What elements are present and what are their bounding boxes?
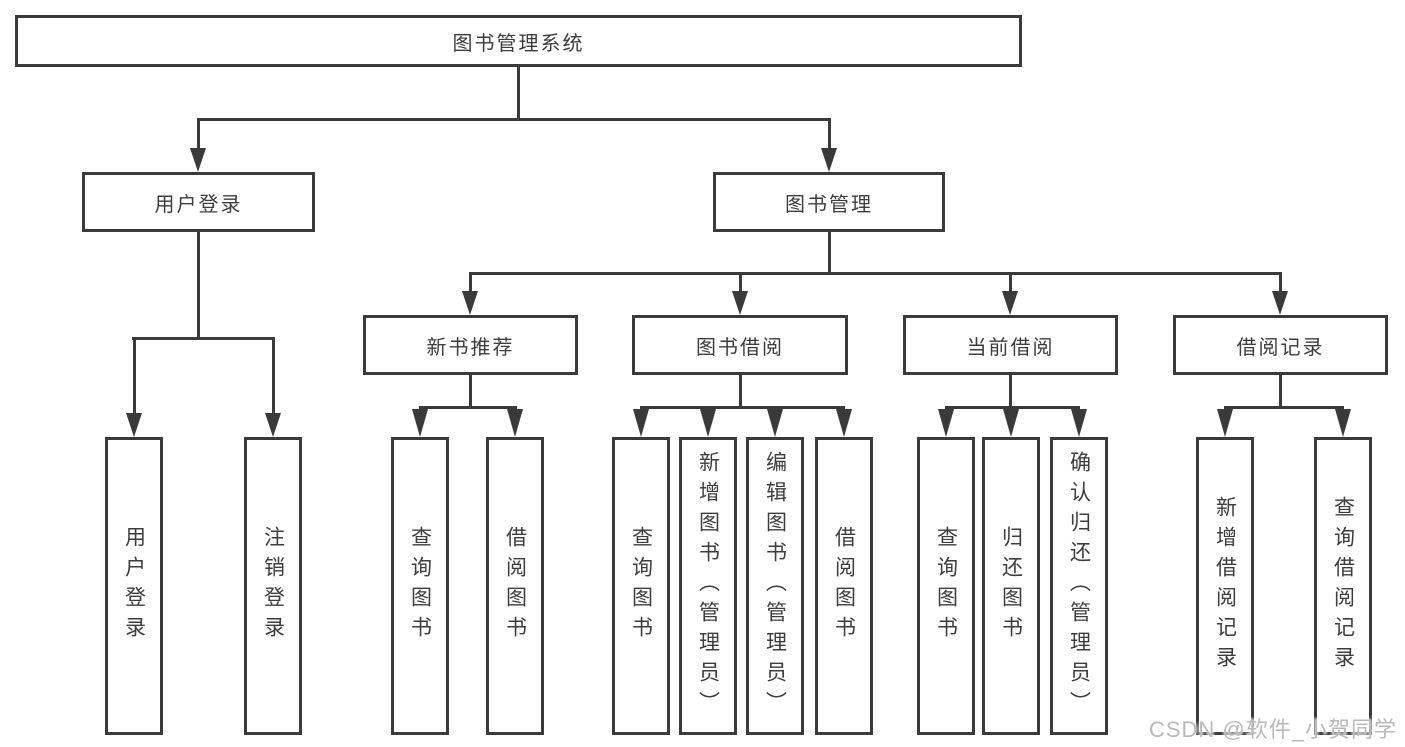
arrow-down-icon xyxy=(767,409,783,437)
leaf-confirm-return-admin: 确认归还（管理员） xyxy=(1050,437,1108,735)
leaf-edit-books-admin-label: 编辑图书（管理员） xyxy=(763,451,787,721)
connector-line xyxy=(1009,375,1012,409)
arrow-down-icon xyxy=(1002,291,1018,315)
leaf-return-books: 归还图书 xyxy=(982,437,1040,735)
leaf-add-borrow-record-label: 新增借阅记录 xyxy=(1213,496,1237,676)
connector-line xyxy=(419,406,517,409)
arrow-down-icon xyxy=(732,291,748,315)
arrow-down-icon xyxy=(1335,409,1351,437)
connector-line xyxy=(828,232,831,272)
arrow-down-icon xyxy=(265,413,281,437)
watermark: CSDN @软件_小贺同学 xyxy=(1148,717,1397,742)
leaf-borrow-books-recommend: 借阅图书 xyxy=(486,437,544,735)
node-book-borrow: 图书借阅 xyxy=(632,315,848,375)
leaf-add-borrow-record: 新增借阅记录 xyxy=(1196,437,1254,735)
node-new-book-recommend: 新书推荐 xyxy=(363,315,578,375)
leaf-borrow-books: 借阅图书 xyxy=(815,437,873,735)
connector-line xyxy=(1279,272,1282,295)
leaf-add-books-admin-label: 新增图书（管理员） xyxy=(696,451,720,721)
leaf-borrow-books-label: 借阅图书 xyxy=(832,526,856,646)
connector-line xyxy=(739,375,742,409)
leaf-query-borrow-record-label: 查询借阅记录 xyxy=(1331,496,1355,676)
connector-line xyxy=(945,406,1080,409)
arrow-down-icon xyxy=(412,409,428,437)
connector-line xyxy=(132,337,274,340)
arrow-down-icon xyxy=(507,409,523,437)
node-borrow-records: 借阅记录 xyxy=(1173,315,1388,375)
connector-line xyxy=(133,337,136,417)
node-book-management: 图书管理 xyxy=(713,172,945,232)
connector-line xyxy=(1009,272,1012,295)
connector-line xyxy=(1279,375,1282,409)
leaf-query-books-recommend-label: 查询图书 xyxy=(408,526,432,646)
connector-line xyxy=(197,232,200,337)
arrow-down-icon xyxy=(1272,291,1288,315)
arrow-down-icon xyxy=(1003,409,1019,437)
leaf-user-login-label: 用户登录 xyxy=(122,526,146,646)
arrow-down-icon xyxy=(462,291,478,315)
arrow-down-icon xyxy=(1217,409,1233,437)
leaf-borrow-books-recommend-label: 借阅图书 xyxy=(503,526,527,646)
connector-line xyxy=(517,67,520,118)
leaf-logout: 注销登录 xyxy=(244,437,302,735)
leaf-query-books-current: 查询图书 xyxy=(917,437,975,735)
leaf-query-books-borrow-label: 查询图书 xyxy=(629,526,653,646)
connector-line xyxy=(640,406,845,409)
arrow-down-icon xyxy=(821,148,837,172)
leaf-user-login: 用户登录 xyxy=(105,437,163,735)
arrow-down-icon xyxy=(938,409,954,437)
connector-line xyxy=(197,118,200,152)
leaf-query-books-recommend: 查询图书 xyxy=(391,437,449,735)
connector-line xyxy=(469,375,472,409)
leaf-query-borrow-record: 查询借阅记录 xyxy=(1314,437,1372,735)
leaf-edit-books-admin: 编辑图书（管理员） xyxy=(746,437,804,735)
arrow-down-icon xyxy=(700,409,716,437)
connector-line xyxy=(739,272,742,295)
connector-line xyxy=(469,272,472,295)
arrow-down-icon xyxy=(190,148,206,172)
connector-line xyxy=(197,118,831,121)
leaf-logout-label: 注销登录 xyxy=(261,526,285,646)
leaf-query-books-borrow: 查询图书 xyxy=(612,437,670,735)
connector-line xyxy=(469,272,1282,275)
leaf-return-books-label: 归还图书 xyxy=(999,526,1023,646)
node-root: 图书管理系统 xyxy=(15,15,1022,67)
leaf-add-books-admin: 新增图书（管理员） xyxy=(679,437,737,735)
connector-line xyxy=(828,118,831,152)
leaf-confirm-return-admin-label: 确认归还（管理员） xyxy=(1067,451,1091,721)
arrow-down-icon xyxy=(633,409,649,437)
arrow-down-icon xyxy=(1071,409,1087,437)
connector-line xyxy=(1224,406,1344,409)
leaf-query-books-current-label: 查询图书 xyxy=(934,526,958,646)
node-current-borrow: 当前借阅 xyxy=(903,315,1118,375)
arrow-down-icon xyxy=(126,413,142,437)
connector-line xyxy=(272,337,275,417)
node-user-login: 用户登录 xyxy=(82,172,315,232)
arrow-down-icon xyxy=(836,409,852,437)
